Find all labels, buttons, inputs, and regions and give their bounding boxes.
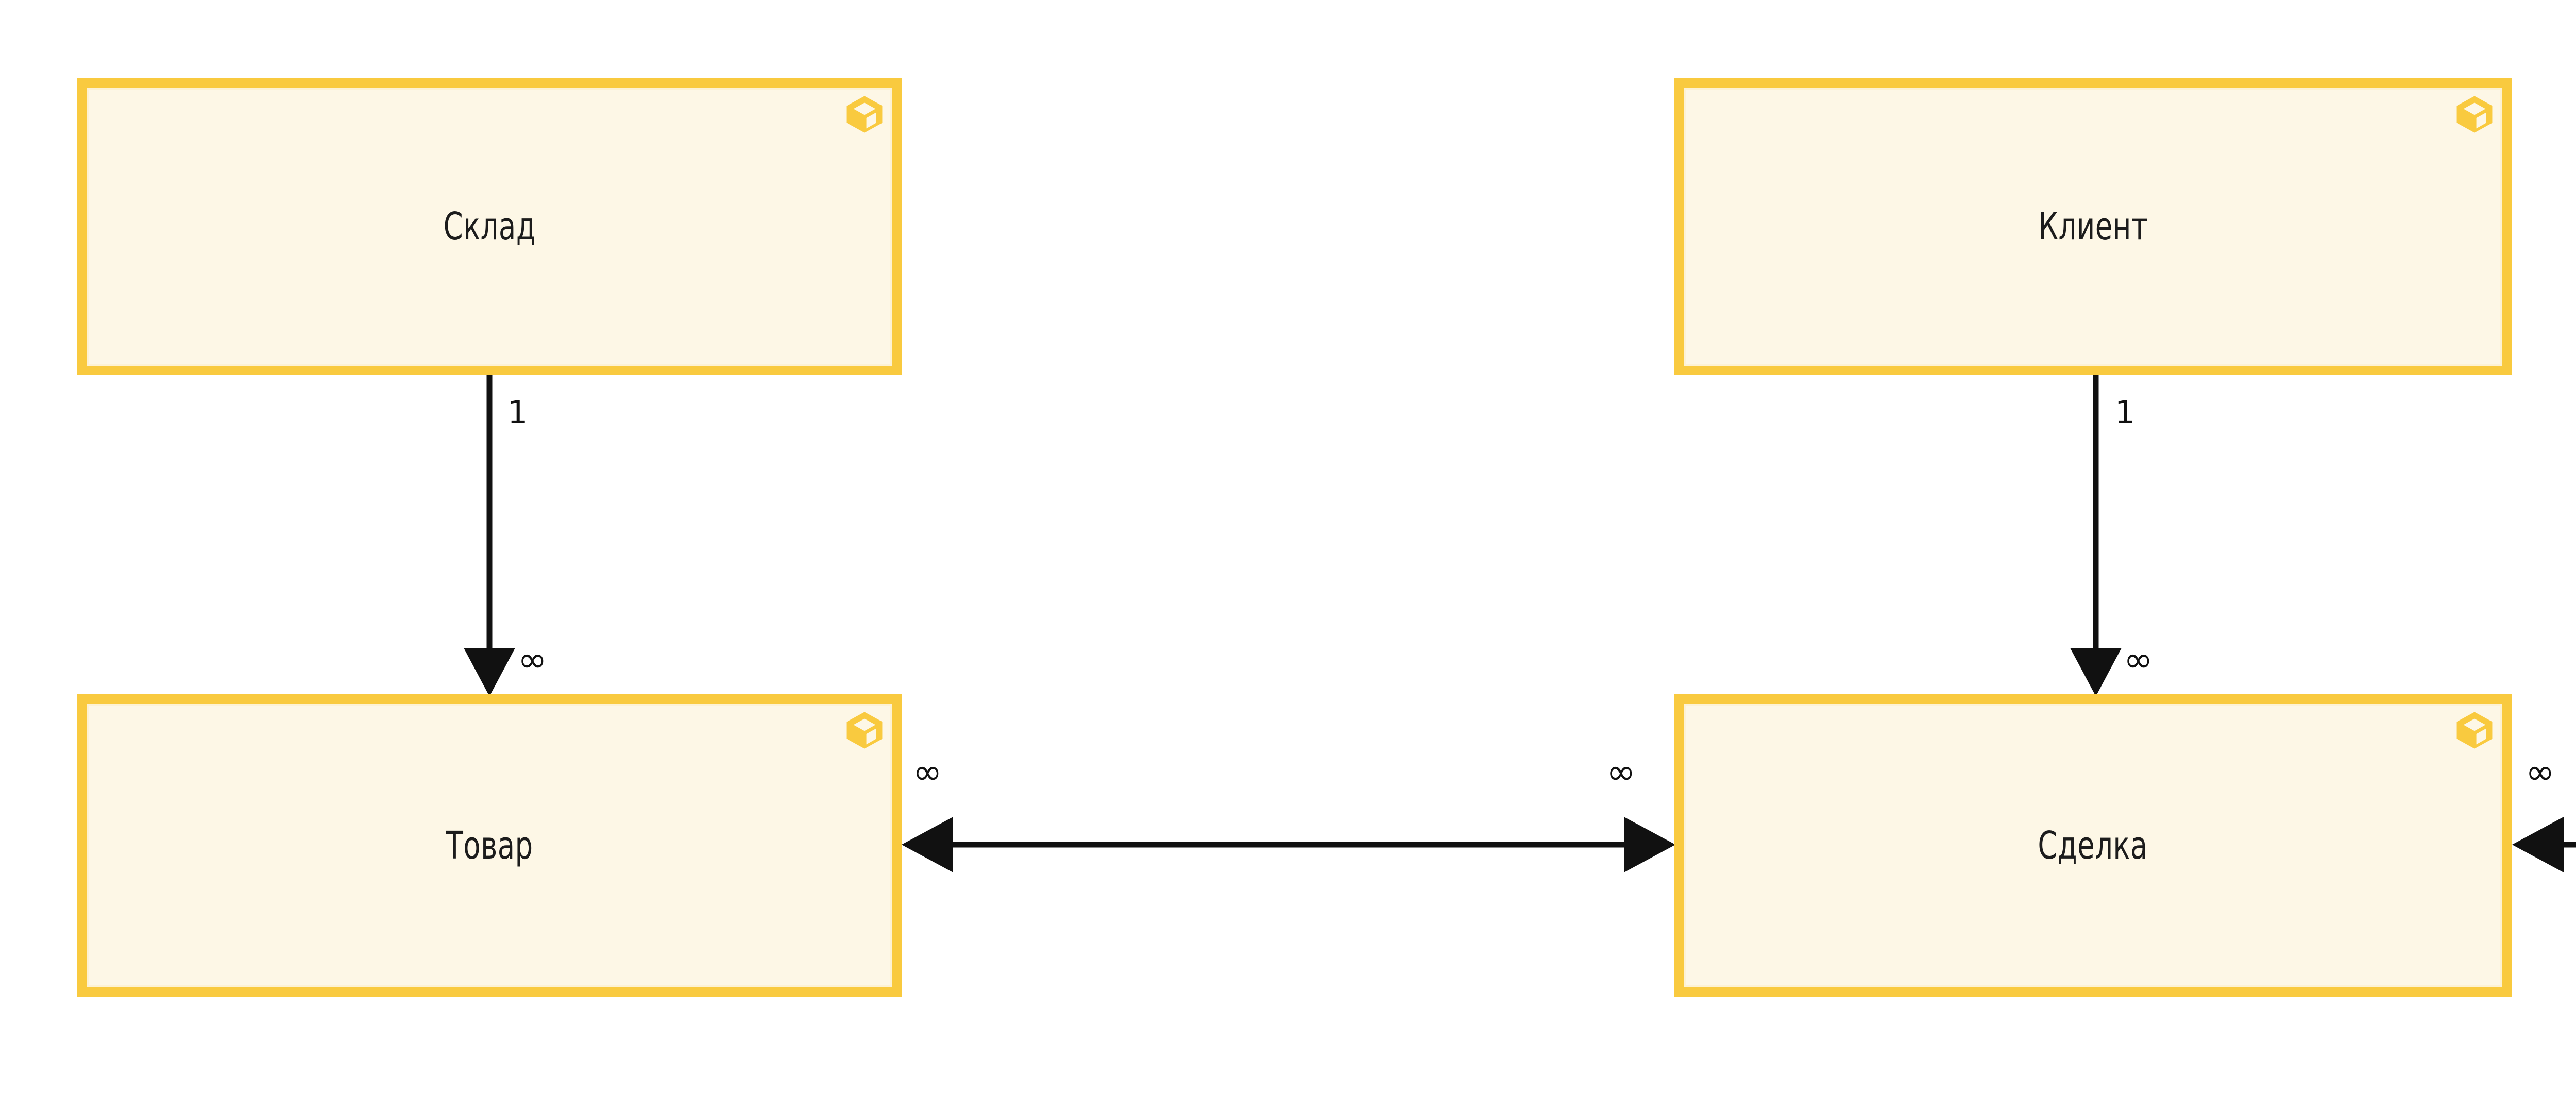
multiplicity-label: 1	[507, 393, 528, 431]
arrowhead-sklad-tovar	[464, 648, 515, 696]
cube-icon	[2455, 95, 2494, 134]
entity-label: Клиент	[2038, 204, 2148, 249]
multiplicity-label: ∞	[2124, 640, 2153, 680]
multiplicity-label: ∞	[1606, 752, 1636, 793]
entity-tovar[interactable]: Товар	[77, 694, 902, 997]
relation-tovar-sdelka	[902, 817, 1675, 872]
arrowhead-tovar-sdelka-left	[902, 817, 953, 872]
multiplicity-label: ∞	[2526, 752, 2555, 793]
multiplicity-label: ∞	[913, 752, 942, 793]
entity-sklad[interactable]: Склад	[77, 78, 902, 375]
entity-klient[interactable]: Клиент	[1674, 78, 2512, 375]
relation-klient-sdelka	[2070, 375, 2122, 696]
arrowhead-tovar-sdelka-right	[1624, 817, 1675, 872]
multiplicity-label: 1	[2115, 393, 2136, 431]
arrowhead-klient-sdelka	[2070, 648, 2122, 696]
entity-sdelka[interactable]: Сделка	[1674, 694, 2512, 997]
entity-label: Товар	[446, 823, 533, 868]
entity-label: Сделка	[2038, 823, 2148, 868]
cube-icon	[845, 95, 884, 134]
entity-label: Склад	[443, 204, 536, 249]
cube-icon	[2455, 711, 2494, 750]
arrowhead-dostavka-sdelka	[2512, 817, 2564, 872]
relation-dostavka-sdelka	[2512, 817, 2576, 872]
cube-icon	[845, 711, 884, 750]
multiplicity-label: ∞	[518, 640, 547, 680]
